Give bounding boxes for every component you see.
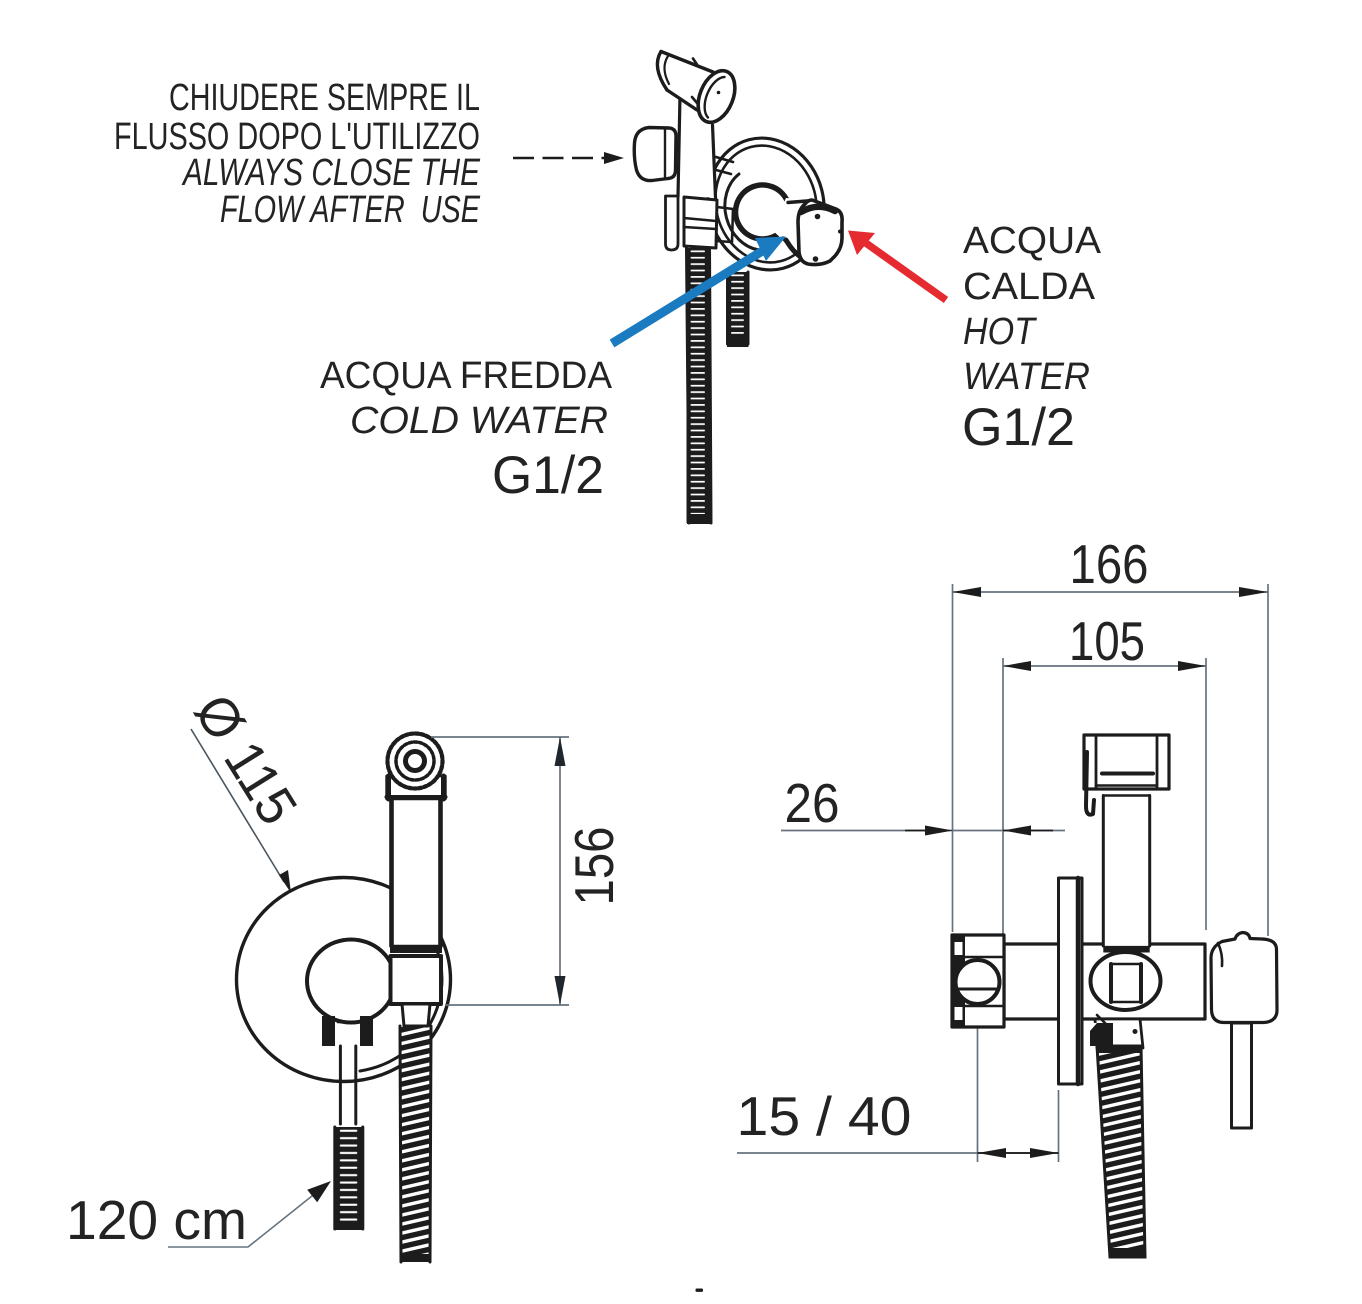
svg-text:G1/2: G1/2	[492, 446, 604, 505]
svg-text:HOT: HOT	[963, 311, 1037, 353]
svg-text:15 / 40: 15 / 40	[737, 1085, 912, 1147]
svg-text:CALDA: CALDA	[963, 266, 1096, 308]
svg-text:156: 156	[563, 827, 625, 906]
svg-text:105: 105	[1069, 610, 1145, 672]
svg-text:ACQUA: ACQUA	[963, 220, 1102, 262]
svg-text:CHIUDERE SEMPRE IL: CHIUDERE SEMPRE IL	[169, 77, 480, 119]
svg-text:Ø 115: Ø 115	[183, 684, 310, 836]
svg-text:COLD WATER: COLD WATER	[350, 400, 608, 442]
svg-text:FLUSSO DOPO L'UTILIZZO: FLUSSO DOPO L'UTILIZZO	[114, 116, 480, 158]
svg-text:166: 166	[1070, 533, 1149, 595]
svg-text:26: 26	[785, 772, 840, 834]
svg-text:FLOW AFTER USE: FLOW AFTER USE	[220, 189, 480, 231]
svg-text:WATER: WATER	[963, 356, 1090, 398]
svg-text:G1/2: G1/2	[962, 398, 1075, 457]
svg-text:ALWAYS CLOSE THE: ALWAYS CLOSE THE	[181, 152, 480, 194]
svg-text:120 cm: 120 cm	[66, 1189, 247, 1251]
svg-text:ACQUA FREDDA: ACQUA FREDDA	[320, 355, 613, 397]
